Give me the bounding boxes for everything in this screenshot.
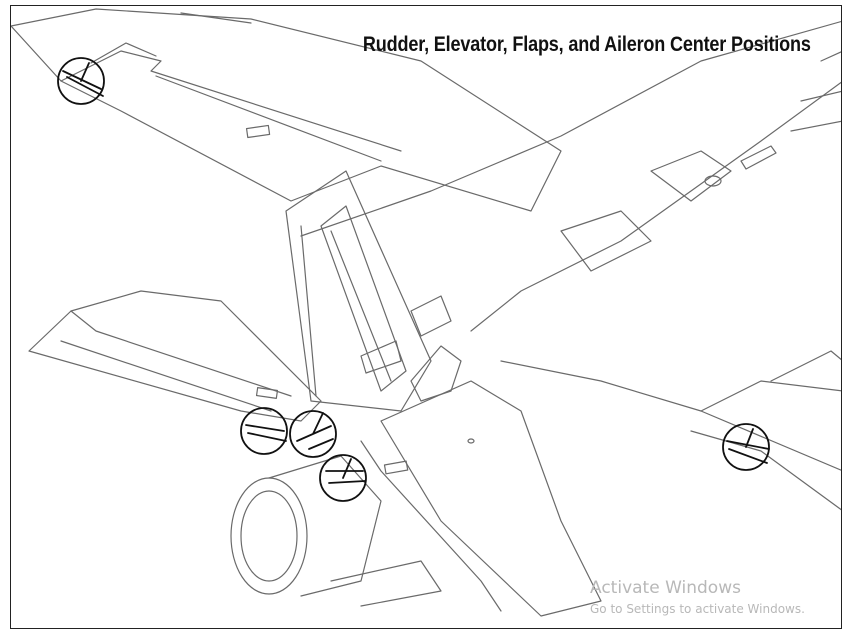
jet-tail-line-drawing (11, 8, 841, 617)
fuselage (300, 20, 841, 471)
right-wing-aft (690, 350, 841, 511)
windows-activation-watermark: Activate Windows Go to Settings to activ… (590, 578, 805, 616)
diagram-title: Rudder, Elevator, Flaps, and Aileron Cen… (363, 33, 811, 56)
elevator-center-callout (319, 454, 367, 502)
right-elevator (360, 380, 602, 617)
watermark-title: Activate Windows (590, 578, 741, 598)
right-elevator-center-callout (722, 423, 770, 471)
rudder-center-callout (289, 410, 337, 458)
engine-nozzle (230, 455, 442, 607)
aileron-center-callout (57, 57, 105, 105)
diagram-frame: Rudder, Elevator, Flaps, and Aileron Cen… (10, 5, 842, 629)
left-wing (11, 8, 562, 212)
flap-center-callout (240, 407, 288, 455)
vertical-stabilizer (285, 170, 462, 412)
left-stabilizer (28, 290, 322, 422)
watermark-subtitle: Go to Settings to activate Windows. (590, 602, 805, 616)
